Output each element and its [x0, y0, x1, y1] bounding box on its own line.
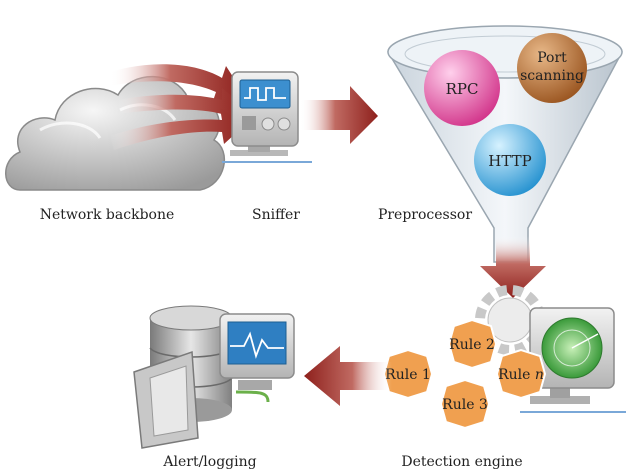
rule-3-label: Rule 3 [442, 397, 488, 413]
backbone-to-sniffer-arrows [110, 64, 246, 150]
label-network-backbone: Network backbone [40, 207, 175, 223]
rule-2-hexagon: Rule 2 [447, 318, 498, 370]
monitor-icon [219, 313, 295, 390]
label-alert-logging: Alert/logging [162, 454, 256, 470]
label-sniffer: Sniffer [252, 207, 300, 223]
rule-3-hexagon: Rule 3 [439, 378, 491, 430]
rule-1-hexagon: Rule 1 [382, 348, 434, 400]
rule-2-label: Rule 2 [449, 337, 495, 353]
port-label-line1: Port [537, 50, 567, 66]
rule-n-label: Rule n [498, 367, 544, 383]
sniffer-to-preprocessor-arrow [300, 86, 378, 144]
port-label-line2: scanning [520, 68, 584, 84]
rule-n-hexagon: Rule n [495, 348, 547, 400]
label-preprocessor: Preprocessor [378, 207, 472, 223]
cloud-icon [5, 75, 226, 191]
label-detection-engine: Detection engine [401, 454, 522, 470]
rpc-ball: RPC [424, 50, 500, 126]
sniffer-monitor-icon [222, 71, 312, 163]
http-ball: HTTP [474, 124, 546, 196]
http-label: HTTP [488, 152, 531, 170]
port-scanning-ball: Port scanning [517, 33, 587, 103]
engine-to-alert-arrow [304, 346, 392, 406]
database-server-icon [133, 305, 270, 449]
preprocessor-to-engine-arrow [480, 236, 546, 298]
rule-1-label: Rule 1 [385, 367, 431, 383]
rpc-label: RPC [446, 80, 479, 98]
radar-monitor-icon [520, 307, 626, 413]
